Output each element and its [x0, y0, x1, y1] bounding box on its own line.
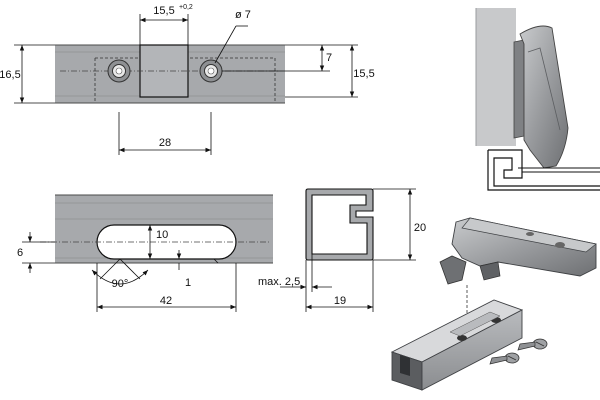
hinge-arm	[519, 25, 569, 169]
wall-max-label: max. 2,5	[258, 276, 300, 288]
top-slot-width-label: 15,5	[153, 5, 174, 17]
screw-lower	[489, 352, 520, 365]
oval-height-label: 10	[156, 229, 168, 241]
oval-length-label: 42	[160, 295, 172, 307]
hole-offset-label: 7	[326, 52, 332, 64]
hinge-cup	[439, 255, 467, 285]
profile-section: 20 max. 2,5 19	[258, 188, 426, 312]
hole-spacing-label: 28	[159, 137, 171, 149]
left-height-label: 16,5	[0, 69, 21, 81]
screw-upper	[517, 338, 548, 351]
hinge-side-view	[475, 8, 600, 191]
depth-label: 1	[185, 277, 191, 289]
wall-panel	[476, 8, 516, 146]
profile-height-label: 20	[414, 222, 426, 234]
right-hole	[199, 59, 223, 83]
hole-diameter-label: ø 7	[235, 9, 251, 21]
top-rail-view: 15,5 +0,2 ø 7 16,5 7 15,5 28	[0, 4, 375, 155]
profile-inner	[311, 194, 368, 255]
profile-width-label: 19	[334, 295, 346, 307]
angle-label: 90°	[112, 278, 129, 290]
top-slot-tolerance-label: +0,2	[179, 4, 193, 11]
hinge-3d-view	[390, 217, 597, 391]
right-height-label: 15,5	[353, 68, 374, 80]
left-hole	[107, 59, 131, 83]
rail-3d	[421, 309, 523, 391]
lower-rail-view: 10 6 90° 1 42	[17, 194, 273, 312]
rail-offset-label: 6	[17, 247, 23, 259]
